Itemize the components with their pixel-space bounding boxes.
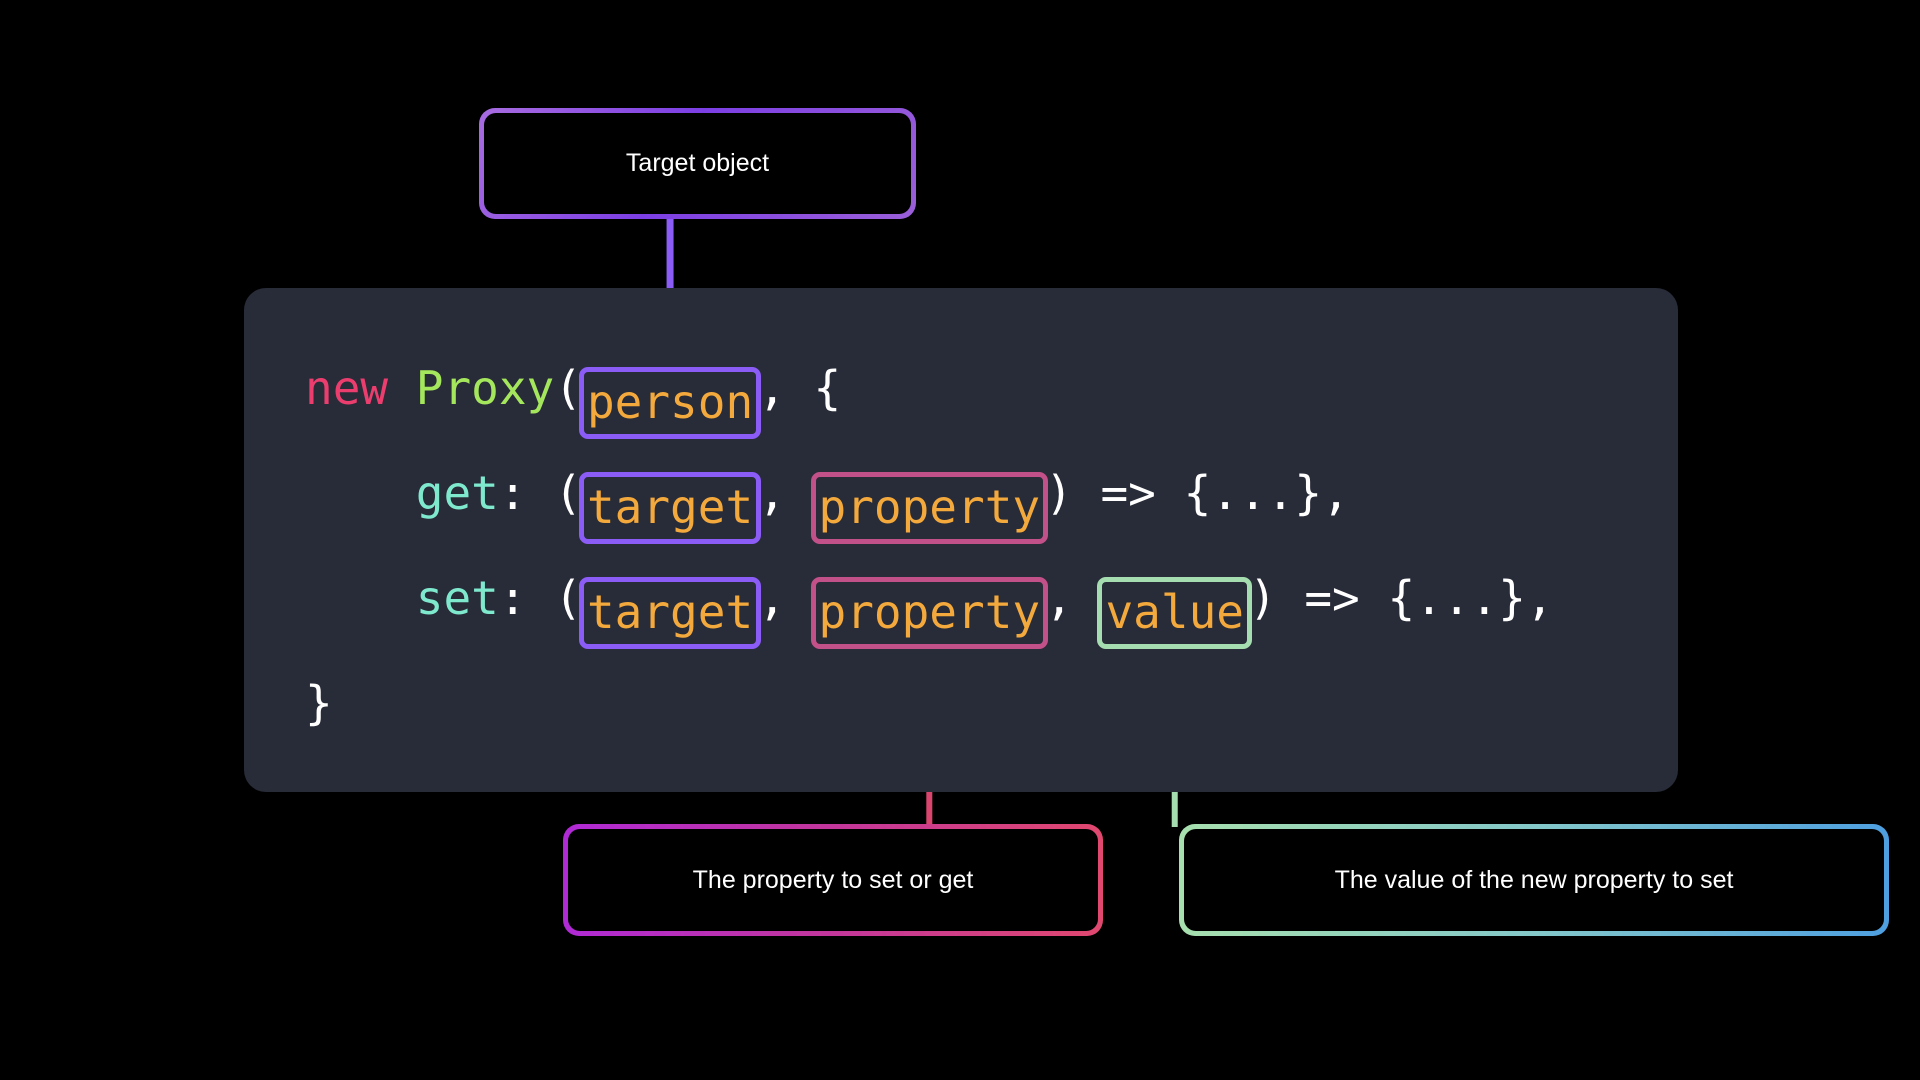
code-token-class: Proxy (415, 361, 555, 415)
code-token-punct: , (1045, 571, 1101, 625)
callout-property-label: The property to set or get (568, 829, 1098, 931)
callout-value-label: The value of the new property to set (1184, 829, 1884, 931)
code-token-punct: ( (554, 361, 582, 415)
code-token-punct: ) => {...}, (1045, 466, 1350, 520)
code-token-prop: set (415, 571, 499, 625)
code-token-punct: : ( (498, 571, 582, 625)
code-line: new Proxy(person, { (305, 336, 1554, 441)
code-chip-target-set[interactable]: target (578, 577, 762, 649)
code-chip-property-get[interactable]: property (810, 472, 1049, 544)
callout-target-object-label: Target object (484, 113, 911, 214)
code-indent (305, 466, 416, 520)
callout-target-object[interactable]: Target object (479, 108, 916, 219)
code-block: new Proxy(person, { get: (target, proper… (305, 336, 1554, 756)
code-token-prop: get (415, 466, 499, 520)
callout-value-description[interactable]: The value of the new property to set (1179, 824, 1889, 936)
code-token-keyword: new (305, 361, 416, 415)
code-token-punct: , (758, 466, 814, 520)
callout-property-description[interactable]: The property to set or get (563, 824, 1103, 936)
code-line: } (305, 651, 1554, 756)
code-token-punct: } (305, 676, 333, 730)
code-panel: new Proxy(person, { get: (target, proper… (244, 288, 1678, 792)
code-token-punct: : ( (498, 466, 582, 520)
code-chip-value[interactable]: value (1097, 577, 1252, 649)
code-chip-person[interactable]: person (578, 367, 762, 439)
code-chip-property-set[interactable]: property (810, 577, 1049, 649)
code-token-punct: , (758, 571, 814, 625)
code-chip-target-get[interactable]: target (578, 472, 762, 544)
code-token-punct: , { (758, 361, 842, 415)
code-indent (305, 571, 416, 625)
code-line: set: (target, property, value) => {...}, (305, 546, 1554, 651)
code-token-punct: ) => {...}, (1248, 571, 1554, 625)
code-line: get: (target, property) => {...}, (305, 441, 1554, 546)
